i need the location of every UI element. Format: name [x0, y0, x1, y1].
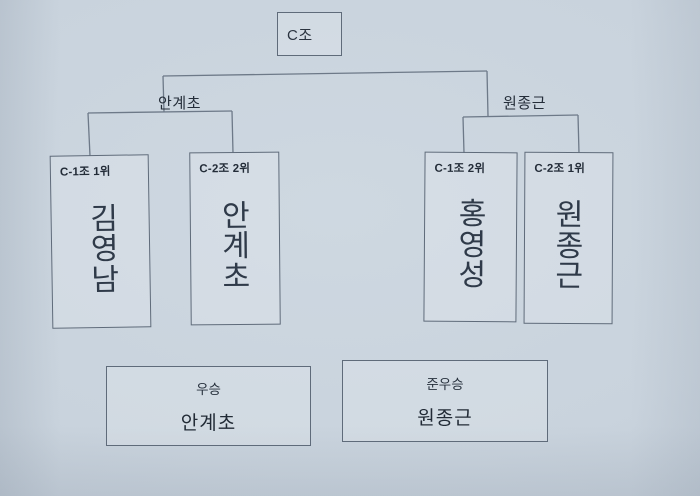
- name-char: 성: [458, 258, 487, 294]
- champion-name: 안계초: [180, 412, 237, 434]
- name-char: 안: [221, 198, 250, 235]
- player-box: C-2조 2위 안 계 초: [189, 151, 281, 326]
- name-char: 영: [458, 227, 487, 263]
- name-char: 계: [222, 229, 251, 265]
- runner-up-title: 준우승: [426, 376, 464, 392]
- champion-title: 우승: [196, 381, 221, 397]
- connector-left-drop-a: [87, 112, 91, 157]
- runner-up-box: 준우승 원종근: [342, 360, 548, 442]
- connector-top-horizontal: [162, 70, 488, 77]
- player-box: C-1조 1위 김 영 남: [49, 154, 154, 329]
- connector-top-right-drop: [486, 70, 489, 117]
- name-char: 원: [555, 198, 584, 234]
- root-group-label: C조: [287, 26, 313, 44]
- right-branch-winner-label: 원종근: [503, 95, 547, 112]
- player-handwritten-name: 안 계 초: [191, 176, 280, 325]
- player-box: C-2조 1위 원 종 근: [523, 151, 614, 325]
- player-seed-label: C-1조 1위: [59, 165, 111, 179]
- connector-right-drop-a: [462, 116, 465, 154]
- root-group-box: C조: [277, 12, 342, 56]
- player-handwritten-name: 원 종 근: [526, 176, 614, 323]
- connector-left-drop-b: [231, 110, 234, 154]
- left-branch-winner-label: 안계초: [158, 95, 202, 112]
- player-seed-label: C-2조 2위: [199, 162, 251, 176]
- connector-right-horizontal: [462, 114, 579, 118]
- player-handwritten-name: 김 영 남: [55, 178, 154, 328]
- name-char: 홍: [458, 197, 487, 233]
- connector-right-drop-b: [577, 114, 580, 154]
- champion-box: 우승 안계초: [106, 366, 311, 446]
- player-seed-label: C-1조 2위: [434, 162, 486, 176]
- runner-up-name: 원종근: [417, 407, 473, 429]
- name-char: 근: [555, 259, 584, 295]
- name-char: 종: [555, 228, 584, 264]
- name-char: 김: [90, 201, 119, 238]
- player-handwritten-name: 홍 영 성: [426, 176, 518, 322]
- name-char: 영: [90, 232, 119, 268]
- player-box: C-1조 2위 홍 영 성: [423, 151, 518, 323]
- player-seed-label: C-2조 1위: [534, 162, 586, 176]
- name-char: 남: [91, 262, 120, 298]
- name-char: 초: [222, 259, 251, 295]
